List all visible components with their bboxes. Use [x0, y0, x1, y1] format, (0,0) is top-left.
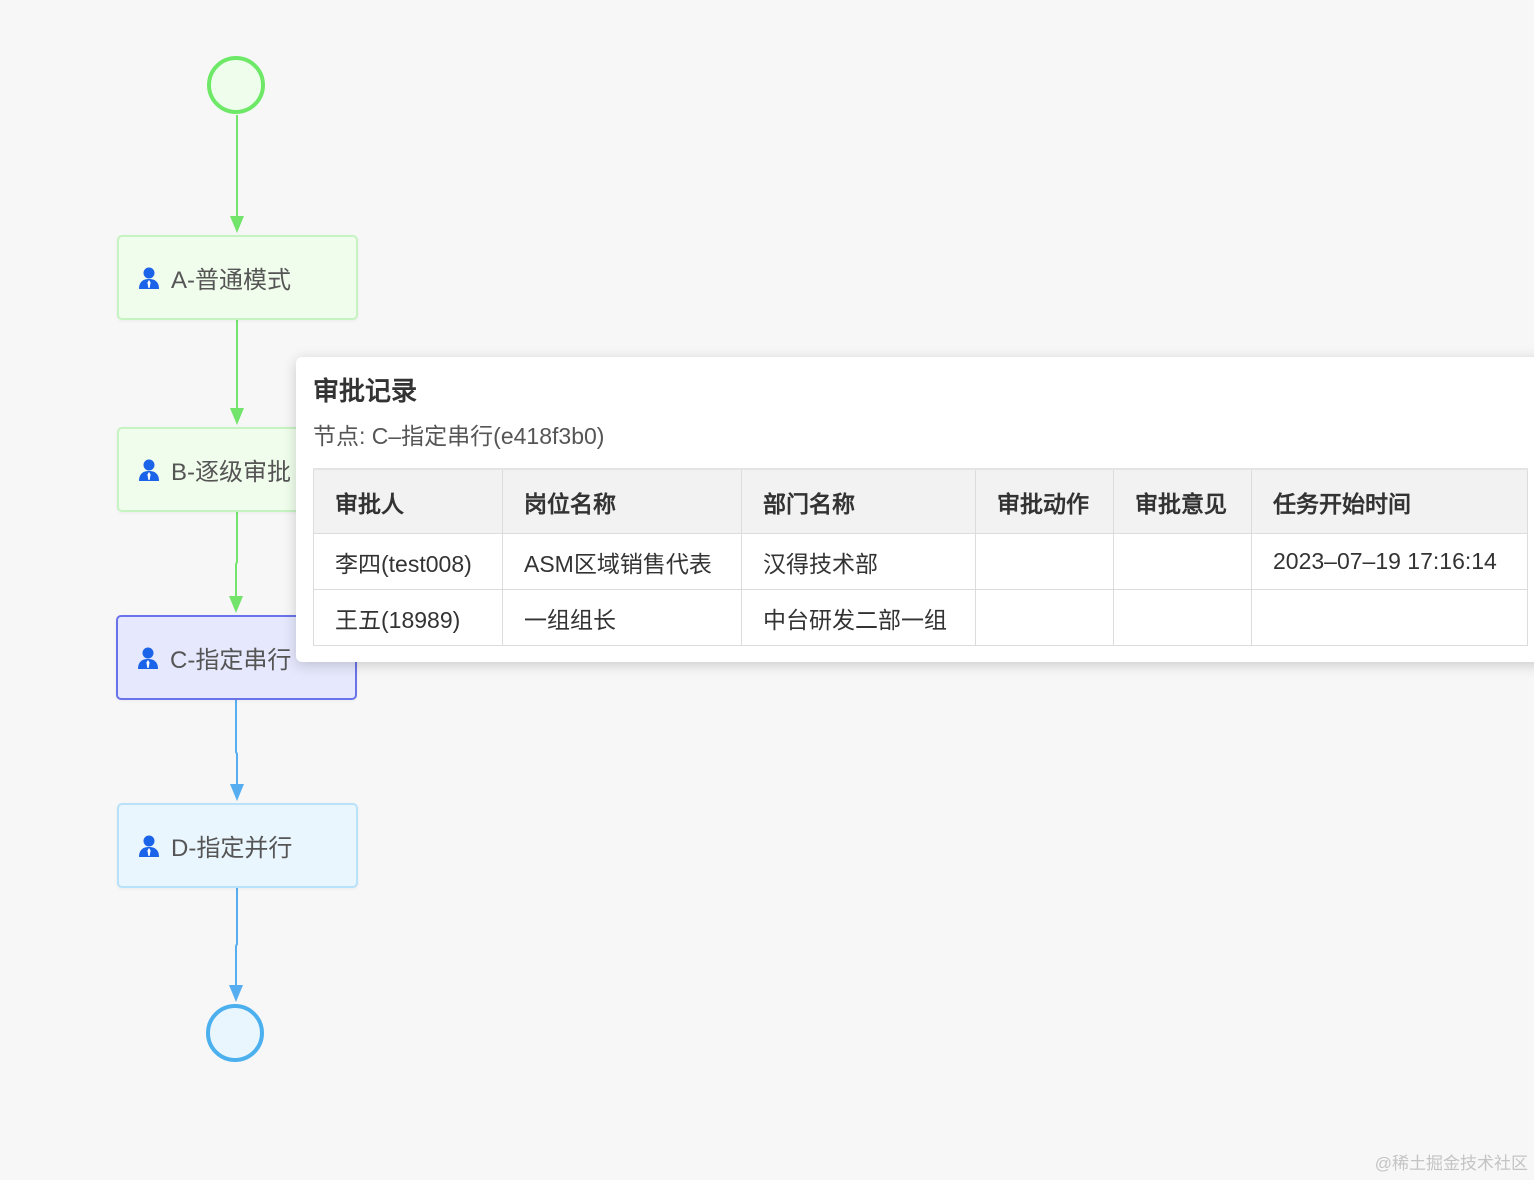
popover-title: 审批记录: [313, 376, 418, 406]
cell-approver: 李四(test008): [313, 533, 503, 590]
arrowhead-start-a: [230, 216, 244, 233]
end-event[interactable]: [206, 1004, 264, 1062]
flow-node-a[interactable]: A-普通模式: [117, 235, 358, 320]
approval-record-popover: 审批记录 节点: C–指定串行(e418f3b0) 审批人 岗位名称 部门名称 …: [296, 357, 1534, 662]
edge-d-end: [235, 888, 238, 987]
cell-approver: 王五(18989): [313, 589, 503, 646]
arrowhead-d-end: [229, 985, 243, 1002]
start-event[interactable]: [207, 56, 265, 114]
flow-node-label: C-指定串行: [170, 647, 292, 674]
flow-node-d[interactable]: D-指定并行: [117, 803, 358, 888]
column-header-approver: 审批人: [313, 468, 503, 534]
approval-record-table: 审批人 岗位名称 部门名称 审批动作 审批意见 任务开始时间 李四(test00…: [313, 468, 1528, 646]
flow-node-label: D-指定并行: [171, 835, 293, 862]
user-icon: [138, 647, 158, 669]
column-header-department: 部门名称: [741, 468, 976, 534]
column-header-start-time: 任务开始时间: [1251, 468, 1528, 534]
user-icon: [139, 459, 159, 481]
flow-node-label: B-逐级审批: [171, 459, 291, 486]
edge-b-c: [235, 512, 238, 598]
flow-node-label: A-普通模式: [171, 267, 291, 294]
cell-start-time: 2023–07–19 17:16:14: [1251, 533, 1528, 590]
table-row: 李四(test008) ASM区域销售代表 汉得技术部 2023–07–19 1…: [313, 533, 1528, 590]
cell-position: 一组组长: [502, 589, 742, 646]
column-header-action: 审批动作: [975, 468, 1114, 534]
cell-opinion: [1113, 533, 1252, 590]
user-icon: [139, 267, 159, 289]
cell-department: 中台研发二部一组: [741, 589, 976, 646]
cell-action: [975, 533, 1114, 590]
edge-c-d: [235, 700, 238, 786]
arrowhead-a-b: [230, 408, 244, 425]
popover-subtitle: 节点: C–指定串行(e418f3b0): [313, 423, 605, 449]
cell-start-time: [1251, 589, 1528, 646]
cell-opinion: [1113, 589, 1252, 646]
table-row: 王五(18989) 一组组长 中台研发二部一组: [313, 589, 1528, 646]
watermark: @稀土掘金技术社区: [1374, 1154, 1528, 1173]
arrowhead-b-c: [229, 596, 243, 613]
user-icon: [139, 835, 159, 857]
cell-action: [975, 589, 1114, 646]
table-header-row: 审批人 岗位名称 部门名称 审批动作 审批意见 任务开始时间: [313, 468, 1528, 534]
column-header-opinion: 审批意见: [1113, 468, 1252, 534]
arrowhead-c-d: [230, 784, 244, 801]
cell-department: 汉得技术部: [741, 533, 976, 590]
column-header-position: 岗位名称: [502, 468, 742, 534]
cell-position: ASM区域销售代表: [502, 533, 742, 590]
